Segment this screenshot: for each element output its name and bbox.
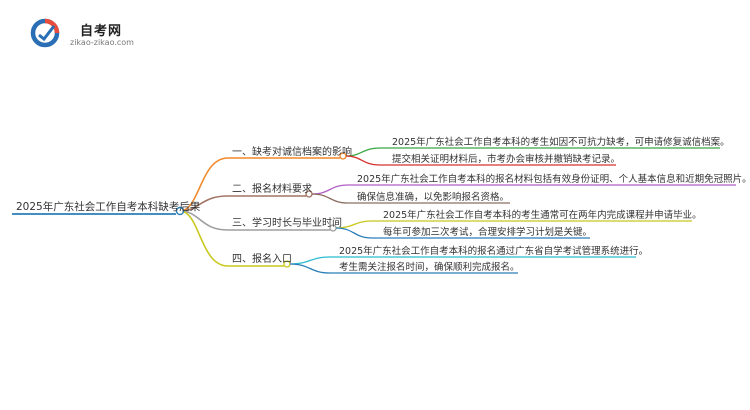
leaf-2-1-text: 2025年广东社会工作自考本科的报名材料包括有效身份证明、个人基本信息和近期免冠… (357, 173, 750, 185)
branch-4-label: 四、报名入口 (232, 252, 292, 265)
leaf-1-2-text: 提交相关证明材料后，市考办会审核并撤销缺考记录。 (392, 153, 620, 165)
connector-leaf-2-1 (311, 184, 349, 195)
leaf-1-1-text: 2025年广东社会工作自考本科的考生如因不可抗力缺考，可申请修复诚信档案。 (392, 136, 730, 148)
connector-leaf-4-1 (289, 256, 331, 265)
leaf-3-1-text: 2025年广东社会工作自考本科的考生通常可在两年内完成课程并申请毕业。 (383, 209, 702, 221)
logo-url: zikao-zikao.com (70, 38, 134, 47)
connector-leaf-1-2 (345, 155, 381, 166)
connector-leaf-3-2 (335, 227, 373, 239)
branch-3-label: 三、学习时长与毕业时间 (232, 216, 342, 229)
connector-branch-4 (179, 210, 229, 267)
leaf-4-2-text: 考生需关注报名时间，确保顺利完成报名。 (339, 261, 520, 273)
leaf-2-2-text: 确保信息准确，以免影响报名资格。 (357, 191, 509, 203)
connector-leaf-4-2 (289, 263, 331, 274)
logo-title: 自考网 (80, 24, 123, 39)
site-logo[interactable]: 自考网 zikao-zikao.com (30, 18, 150, 50)
root-node-dot[interactable] (175, 206, 185, 216)
branch-1-label: 一、缺考对诚信档案的影响 (232, 145, 352, 158)
leaf-3-2-text: 每年可参加三次考试，合理安排学习计划是关键。 (383, 226, 592, 238)
connector-branch-1 (179, 157, 229, 212)
connector-leaf-2-2 (311, 193, 349, 204)
leaf-4-1-text: 2025年广东社会工作自考本科的报名通过广东省自学考试管理系统进行。 (339, 245, 648, 257)
logo-mark-icon (30, 18, 60, 48)
branch-2-label: 二、报名材料要求 (232, 182, 312, 195)
root-label: 2025年广东社会工作自考本科缺考后果 (16, 200, 201, 213)
